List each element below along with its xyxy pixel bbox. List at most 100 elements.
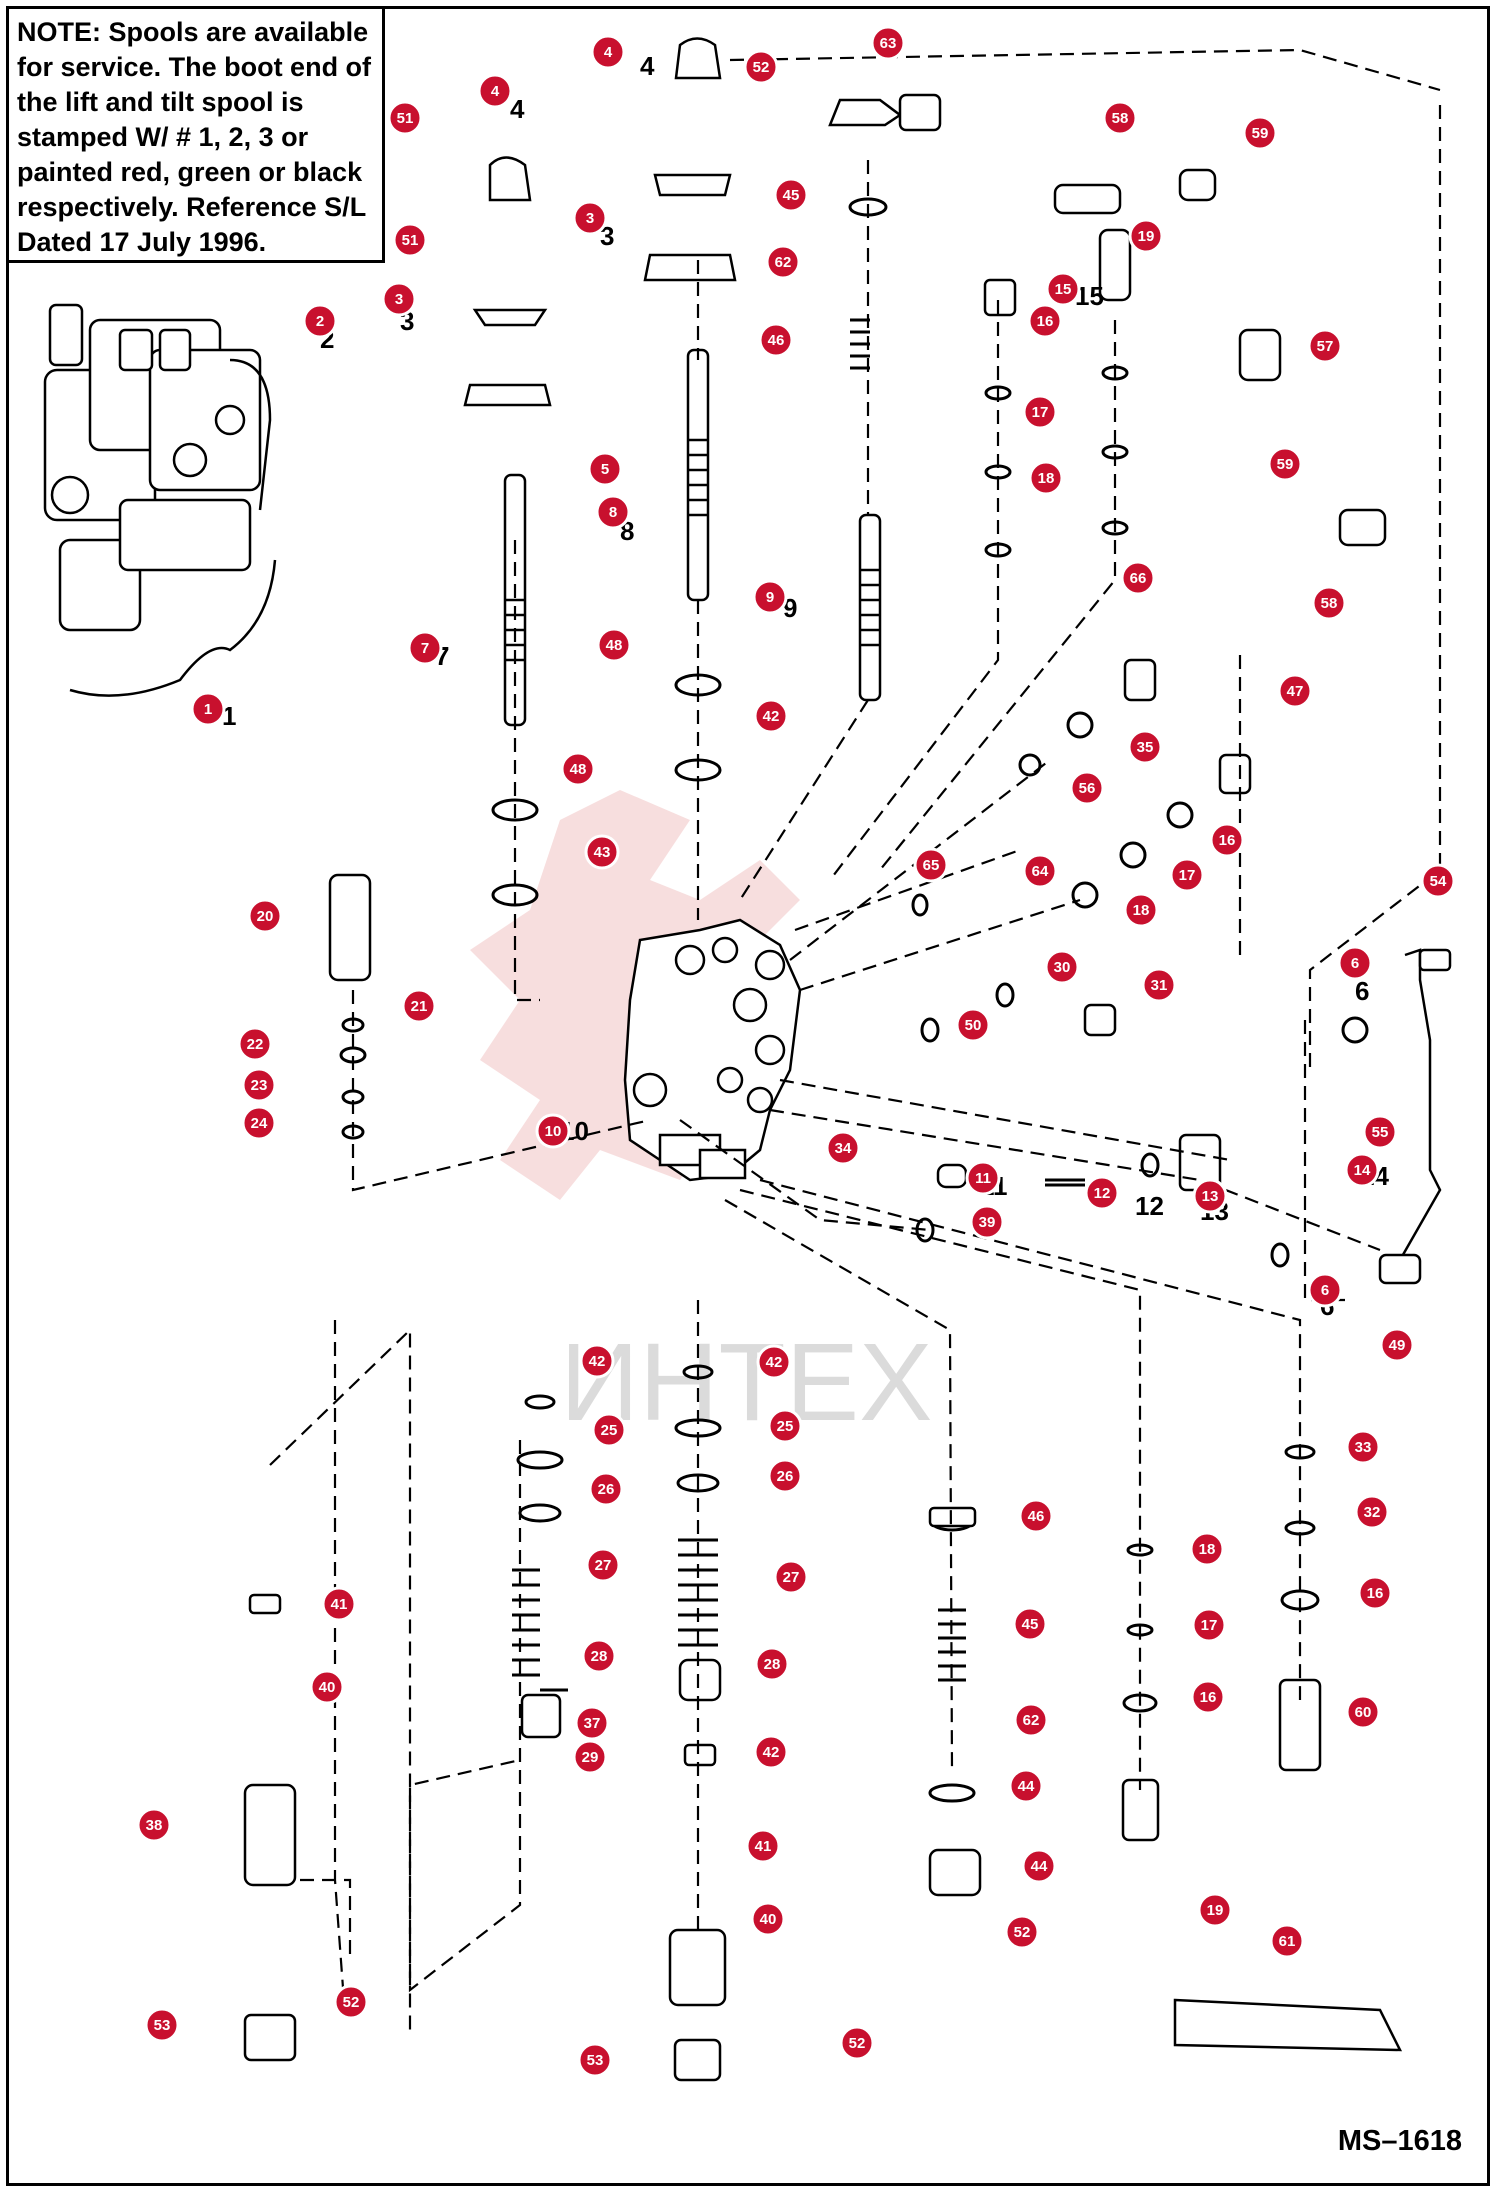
callout-balloon <box>144 2007 180 2043</box>
callout-balloon <box>773 1559 809 1595</box>
callout-59: 59 <box>1242 115 1278 151</box>
callout-balloon <box>1022 394 1058 430</box>
svg-text:4: 4 <box>640 51 655 81</box>
svg-text:6: 6 <box>1355 976 1369 1006</box>
callout-number: 64 <box>1032 863 1049 880</box>
callout-number: 57 <box>1317 338 1334 355</box>
callout-38: 38 <box>136 1807 172 1843</box>
top-parts <box>463 37 942 407</box>
callout-58: 58 <box>1102 100 1138 136</box>
callout-balloon <box>965 1160 1001 1196</box>
callout-10: 10 <box>535 1113 571 1149</box>
callout-balloon <box>572 200 608 236</box>
callout-balloon <box>136 1807 172 1843</box>
callout-balloon <box>1012 1606 1048 1642</box>
assembled-valve-illustration <box>43 303 277 697</box>
callout-number: 42 <box>766 1354 783 1371</box>
callout-46: 46 <box>758 322 794 358</box>
callout-number: 7 <box>421 640 429 657</box>
callout-balloon <box>333 1984 369 2020</box>
callout-balloon <box>1008 1768 1044 1804</box>
svg-text:4: 4 <box>510 94 525 124</box>
callout-balloon <box>1307 1272 1343 1308</box>
callout-number: 39 <box>979 1214 996 1231</box>
callout-22: 22 <box>237 1026 273 1062</box>
callout-number: 4 <box>604 44 613 61</box>
callout-balloon <box>1344 1152 1380 1188</box>
callout-number: 44 <box>1018 1778 1035 1795</box>
callout-balloon <box>1197 1892 1233 1928</box>
callout-50: 50 <box>955 1007 991 1043</box>
callout-balloon <box>237 1026 273 1062</box>
callout-balloon <box>401 988 437 1024</box>
callout-23: 23 <box>241 1067 277 1103</box>
callout-60: 60 <box>1345 1694 1381 1730</box>
callout-55: 55 <box>1362 1114 1398 1150</box>
callout-number: 25 <box>601 1422 618 1439</box>
callout-4: 4 <box>477 73 513 109</box>
callout-number: 3 <box>395 291 403 308</box>
callout-balloon <box>1169 857 1205 893</box>
callout-number: 48 <box>570 761 587 778</box>
callout-number: 37 <box>584 1715 601 1732</box>
callout-number: 42 <box>589 1353 606 1370</box>
callout-balloon <box>745 1828 781 1864</box>
callout-number: 19 <box>1138 228 1155 245</box>
callout-number: 17 <box>1201 1617 1218 1634</box>
callout-number: 38 <box>146 1817 163 1834</box>
callout-balloon <box>752 579 788 615</box>
callout-52: 52 <box>1004 1914 1040 1950</box>
callout-balloon <box>407 630 443 666</box>
callout-number: 46 <box>1028 1508 1045 1525</box>
callout-number: 49 <box>1389 1337 1406 1354</box>
callout-balloon <box>1022 853 1058 889</box>
callout-52: 52 <box>839 2025 875 2061</box>
svg-text:12: 12 <box>1135 1191 1164 1221</box>
callout-26: 26 <box>767 1458 803 1494</box>
callout-number: 6 <box>1321 1282 1329 1299</box>
callout-number: 53 <box>154 2017 171 2034</box>
callout-66: 66 <box>1120 560 1156 596</box>
callout-40: 40 <box>309 1669 345 1705</box>
callout-balloon <box>1123 892 1159 928</box>
callout-balloon <box>955 1007 991 1043</box>
callout-24: 24 <box>241 1105 277 1141</box>
callout-27: 27 <box>773 1559 809 1595</box>
callout-number: 22 <box>247 1036 264 1053</box>
callout-balloon <box>387 100 423 136</box>
callout-balloon <box>1357 1575 1393 1611</box>
callout-16: 16 <box>1209 822 1245 858</box>
callout-6: 6 <box>1307 1272 1343 1308</box>
callout-balloon <box>913 847 949 883</box>
callout-number: 3 <box>586 210 594 227</box>
callout-balloon <box>1379 1327 1415 1363</box>
callout-number: 65 <box>923 857 940 874</box>
callout-35: 35 <box>1127 729 1163 765</box>
spool-7 <box>503 473 527 727</box>
callout-balloon <box>596 627 632 663</box>
callout-number: 46 <box>768 332 785 349</box>
callout-balloon <box>767 1458 803 1494</box>
callout-number: 58 <box>1112 110 1129 127</box>
callout-number: 10 <box>545 1123 562 1140</box>
callout-balloon <box>1307 328 1343 364</box>
callout-number: 34 <box>835 1140 852 1157</box>
callout-13: 13 <box>1192 1178 1228 1214</box>
callout-number: 33 <box>1355 1439 1372 1456</box>
callout-25: 25 <box>591 1412 627 1448</box>
callout-number: 2 <box>316 313 324 330</box>
callout-balloon <box>969 1204 1005 1240</box>
callout-balloon <box>1267 446 1303 482</box>
callout-5: 5 <box>587 451 623 487</box>
callout-number: 21 <box>411 998 428 1015</box>
callout-65: 65 <box>913 847 949 883</box>
callout-44: 44 <box>1008 1768 1044 1804</box>
callout-46: 46 <box>1018 1498 1054 1534</box>
callout-balloon <box>1127 729 1163 765</box>
callout-number: 26 <box>777 1468 794 1485</box>
callout-11: 11 <box>965 1160 1001 1196</box>
callout-number: 61 <box>1279 1933 1296 1950</box>
note-text: Spools are available for service. The bo… <box>17 17 372 257</box>
callout-balloon <box>381 281 417 317</box>
callout-number: 62 <box>775 254 792 271</box>
